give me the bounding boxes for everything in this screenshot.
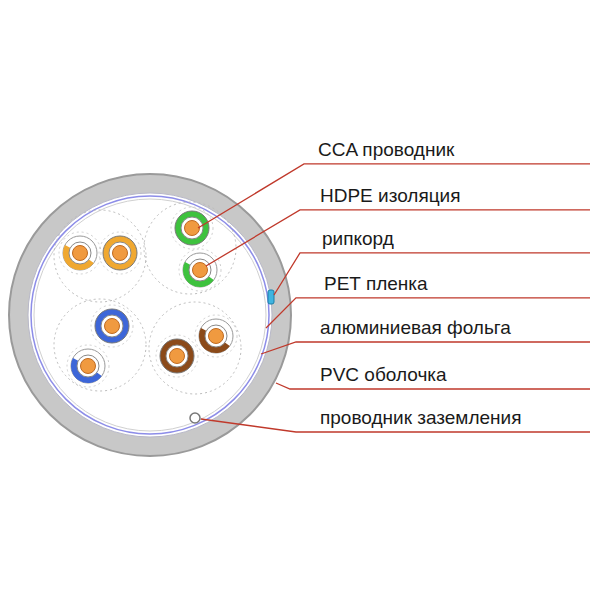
- wire: [156, 335, 198, 377]
- pvc-jacket: [9, 174, 291, 456]
- ripcord: [268, 290, 274, 304]
- part-label: CCA проводник: [318, 140, 454, 161]
- wire: [67, 345, 109, 387]
- twisted-pairs: [54, 202, 241, 394]
- wire: [171, 207, 213, 249]
- drain-wire: [190, 413, 200, 423]
- part-label: HDPE изоляция: [320, 186, 461, 207]
- pair-outline: [149, 302, 241, 394]
- pair-outline: [144, 202, 236, 294]
- leader-line: [261, 342, 590, 354]
- part-label: PET пленка: [324, 274, 428, 295]
- leader-line: [198, 164, 590, 228]
- pet-film: [31, 196, 269, 434]
- part-label: проводник заземления: [320, 408, 521, 429]
- cable: [9, 174, 291, 456]
- leader-line: [206, 210, 590, 266]
- wire: [91, 305, 133, 347]
- part-label: алюминиевая фольга: [320, 318, 511, 339]
- wire: [195, 315, 237, 357]
- foil-ring: [28, 193, 272, 437]
- leader-lines: [198, 164, 590, 432]
- part-label: PVC оболочка: [320, 365, 447, 386]
- wire: [179, 249, 221, 291]
- wire: [99, 232, 141, 274]
- wire: [59, 232, 101, 274]
- pair-outline: [54, 299, 146, 391]
- leader-line: [274, 253, 590, 295]
- core-space: [34, 199, 266, 431]
- part-label: рипкорд: [322, 229, 394, 250]
- pair-outline: [54, 210, 146, 302]
